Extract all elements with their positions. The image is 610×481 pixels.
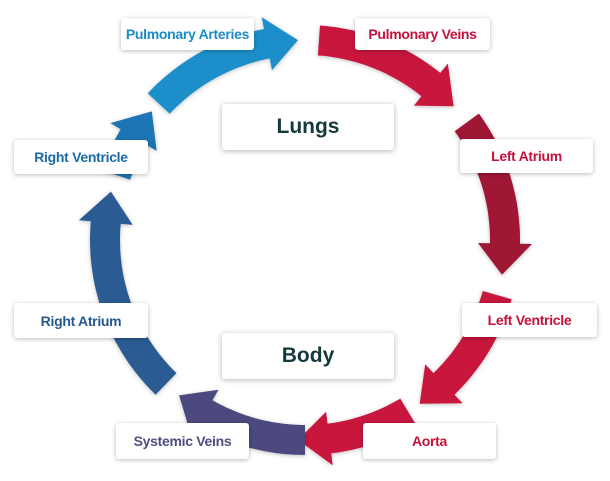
body-label: Body xyxy=(222,333,394,379)
node-pulmonary-arteries: Pulmonary Arteries xyxy=(121,18,254,50)
arrow-right-atrium xyxy=(78,191,177,395)
arrow-pulmonary-arteries xyxy=(147,17,298,114)
node-left-ventricle: Left Ventricle xyxy=(462,303,597,337)
arrow-aorta xyxy=(298,398,416,466)
node-systemic-veins: Systemic Veins xyxy=(116,423,249,459)
node-left-atrium: Left Atrium xyxy=(460,139,593,173)
arrow-pulmonary-veins xyxy=(317,25,454,107)
node-pulmonary-veins: Pulmonary Veins xyxy=(355,18,490,50)
arrow-systemic-veins xyxy=(179,389,305,455)
arrow-left-atrium xyxy=(454,113,532,275)
lungs-label: Lungs xyxy=(222,104,394,150)
node-right-atrium: Right Atrium xyxy=(14,303,148,338)
node-right-ventricle: Right Ventricle xyxy=(14,140,148,174)
node-aorta: Aorta xyxy=(363,423,496,459)
